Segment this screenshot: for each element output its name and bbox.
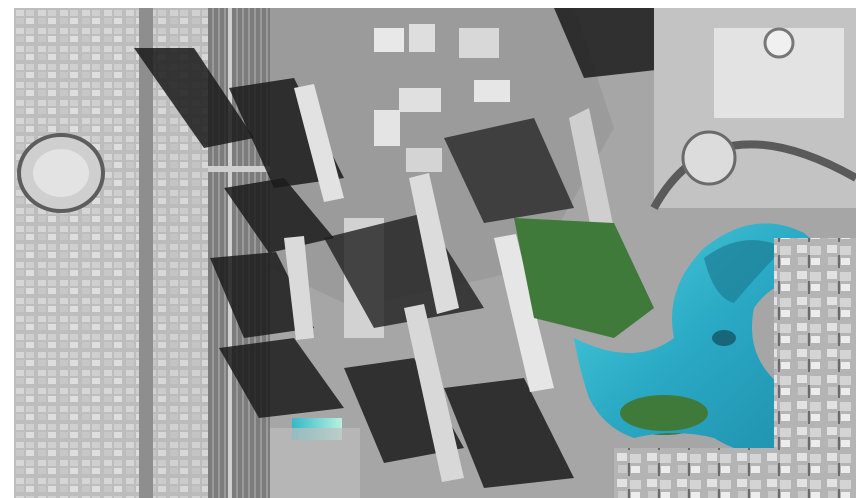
aerial-photo [14, 8, 856, 498]
aerial-scene [14, 8, 856, 498]
mall-dome [763, 27, 795, 59]
tower-3 [494, 234, 554, 392]
southeast-residential [774, 238, 856, 498]
tower-4 [404, 304, 464, 482]
tower-shadow-1 [134, 48, 254, 148]
building-roof-1 [374, 28, 404, 52]
tower-1 [294, 84, 344, 202]
lake-island [620, 395, 708, 431]
south-plaza [270, 428, 360, 498]
tower-shadow-5 [219, 338, 344, 418]
tower-2 [409, 173, 459, 314]
building-roof-6 [374, 110, 400, 146]
tower-shadow-4 [210, 252, 314, 338]
south-residential [614, 448, 774, 498]
building-roof-7 [406, 148, 442, 172]
tower-5 [284, 236, 314, 340]
building-roof-4 [474, 80, 510, 102]
tower-shadow-7 [444, 118, 574, 223]
highway-corridor [208, 8, 270, 498]
lake-feature [712, 330, 736, 346]
building-roof-5 [399, 88, 441, 112]
lake-deep-area [704, 240, 784, 303]
building-roof-3 [459, 28, 499, 58]
curved-road [650, 140, 856, 210]
tower-shadow-3 [224, 178, 334, 253]
building-roof-2 [409, 24, 435, 52]
highway-divider [228, 8, 232, 498]
arena-roof [33, 149, 89, 197]
overpass [208, 166, 288, 172]
left-district [14, 8, 139, 498]
tower-shadow-10 [554, 8, 674, 78]
lake [574, 223, 822, 454]
roundabout [681, 130, 737, 186]
park-area [514, 218, 654, 338]
main-avenue [139, 8, 153, 498]
tower-shadow-9 [444, 378, 574, 488]
